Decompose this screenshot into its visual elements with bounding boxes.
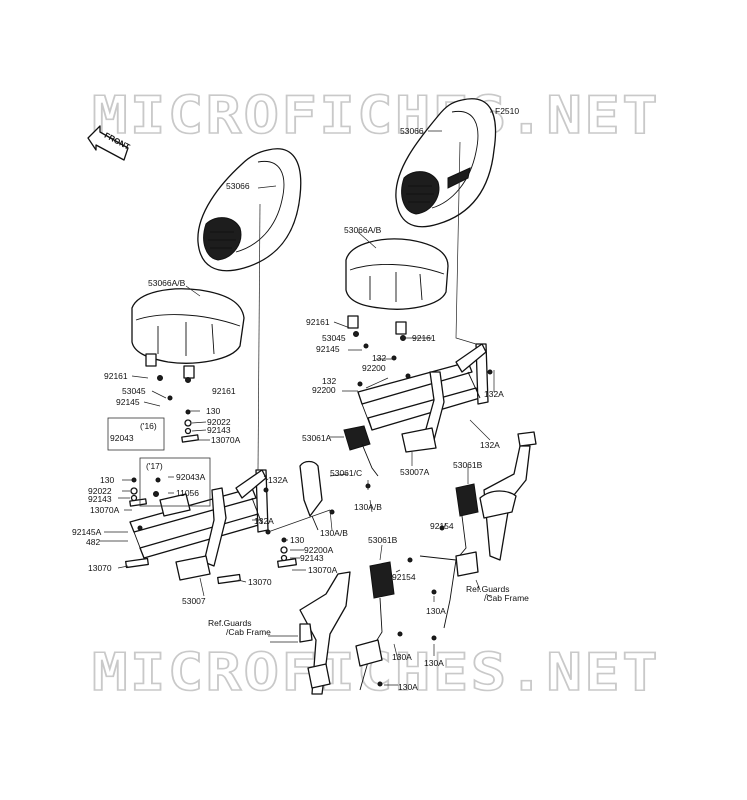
label-53066ab-right: 53066A/B: [344, 225, 382, 235]
label-53066ab-left: 53066A/B: [148, 278, 186, 288]
label-year-17: ('17): [146, 461, 163, 471]
label-92161-left-1: 92161: [104, 371, 128, 381]
label-53061c: 53061/C: [330, 468, 362, 478]
label-130a-4: 130A: [398, 682, 418, 692]
seatbelt-retractor-right: [419, 431, 537, 629]
seat-back-left: [197, 148, 302, 272]
label-92154-center: 92154: [392, 572, 416, 582]
label-53061b-center: 53061B: [368, 535, 398, 545]
label-92161-right-2: 92161: [412, 333, 436, 343]
rubber-pads-left: [125, 434, 297, 585]
label-132a-left-1: 132A: [268, 475, 288, 485]
label-53066-left: 53066: [226, 181, 250, 191]
label-132a-right-1: 132A: [484, 389, 504, 399]
label-132a-right-2: 132A: [480, 440, 500, 450]
label-53045-right: 53045: [322, 333, 346, 343]
label-92143-b: 92143: [88, 494, 112, 504]
label-92143-c: 92143: [300, 553, 324, 563]
label-132a-left-2: 132A: [254, 516, 274, 526]
label-13070a-b: 13070A: [90, 505, 120, 515]
label-92161-left-2: 92161: [212, 386, 236, 396]
seatbelt-buckle-right: [299, 425, 379, 531]
label-130-c: 130: [290, 535, 304, 545]
label-53007a: 53007A: [400, 467, 430, 477]
callout-box-17: [139, 457, 211, 507]
label-130-a: 130: [206, 406, 220, 416]
seat-back-right: [395, 98, 497, 228]
label-92200-b: 92200: [312, 385, 336, 395]
label-482: 482: [86, 537, 100, 547]
label-130ab-left: 130A/B: [320, 528, 348, 538]
label-92043a: 92043A: [176, 472, 206, 482]
label-53066-right: 53066: [400, 126, 424, 136]
label-53045-left: 53045: [122, 386, 146, 396]
label-92145-right: 92145: [316, 344, 340, 354]
label-year-16: ('16): [140, 421, 157, 431]
seat-cushion-left: [131, 288, 245, 379]
label-130ab-right: 130A/B: [354, 502, 382, 512]
label-92022-b: 92022: [88, 486, 112, 496]
label-53061b-right: 53061B: [453, 460, 483, 470]
label-92154-right: 92154: [430, 521, 454, 531]
seatbelt-retractor-left: [299, 561, 395, 695]
label-92022-a: 92022: [207, 417, 231, 427]
label-92200a: 92200A: [304, 545, 334, 555]
label-92145a: 92145A: [72, 527, 102, 537]
leader-lines: [100, 111, 495, 686]
label-13070-right: 13070: [248, 577, 272, 587]
fastener-markers: [130, 331, 493, 687]
label-53061a: 53061A: [302, 433, 332, 443]
seat-frame-right: [357, 343, 489, 453]
label-92143-a: 92143: [207, 425, 231, 435]
label-ref-guards-left-2: /Cab Frame: [226, 627, 271, 637]
label-132-b: 132: [322, 376, 336, 386]
label-ref-guards-left-1: Ref.Guards: [208, 618, 251, 628]
watermark-top: MICROFICHES.NET: [92, 86, 660, 146]
label-ref-guards-right-2: /Cab Frame: [484, 593, 529, 603]
label-11056: 11056: [176, 488, 199, 498]
label-13070a-a: 13070A: [211, 435, 241, 445]
label-ref-guards-right-1: Ref.Guards: [466, 584, 509, 594]
part-labels: F2510 53066 53066 53066A/B 53066A/B 9216…: [72, 106, 529, 692]
callout-box-16: [107, 417, 165, 451]
label-130a-3: 130A: [392, 652, 412, 662]
label-f2510: F2510: [495, 106, 519, 116]
label-130a-1: 130A: [426, 606, 446, 616]
label-132-a: 132: [372, 353, 386, 363]
label-92200-a: 92200: [362, 363, 386, 373]
seat-cushion-right: [345, 238, 449, 335]
label-130a-2: 130A: [424, 658, 444, 668]
seat-frame-left: [129, 469, 269, 581]
label-92161-right-1: 92161: [306, 317, 330, 327]
label-92043: 92043: [110, 433, 134, 443]
label-92145-left: 92145: [116, 397, 140, 407]
label-130-b: 130: [100, 475, 114, 485]
label-13070a-c: 13070A: [308, 565, 338, 575]
label-53007: 53007: [182, 596, 206, 606]
label-13070-left: 13070: [88, 563, 112, 573]
